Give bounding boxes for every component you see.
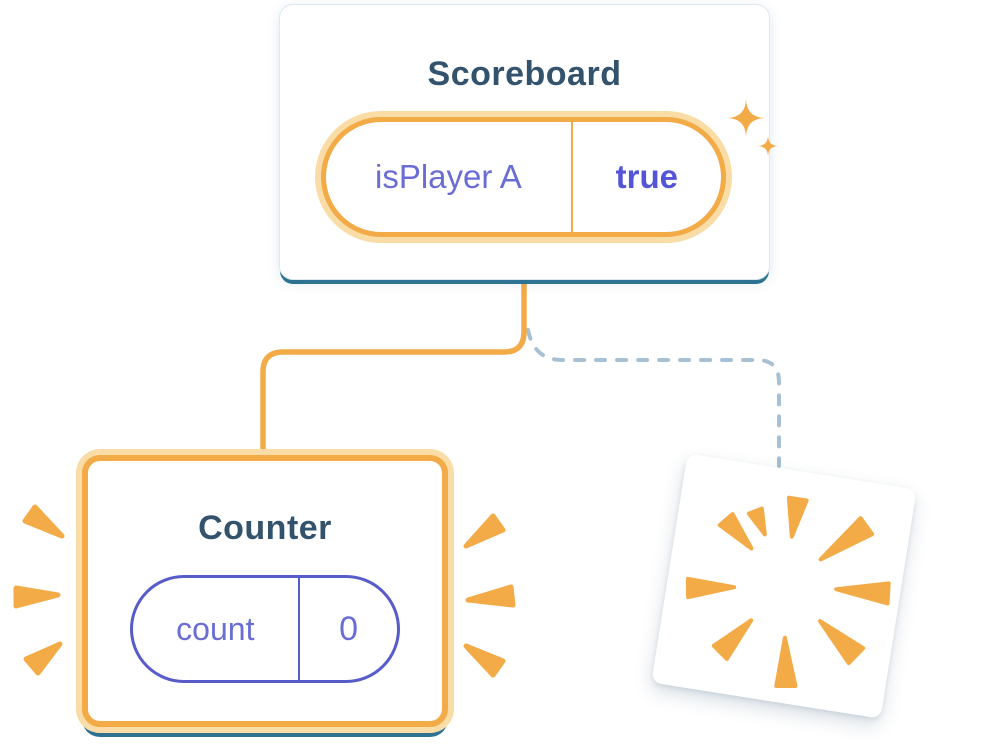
scoreboard-prop-pill: isPlayer A true (321, 117, 726, 237)
state-value: 0 (339, 609, 359, 648)
state-label: count (176, 610, 255, 647)
counter-title: Counter (198, 509, 332, 547)
pill-divider (297, 578, 301, 680)
counter-component-card: Counter count 0 (82, 455, 448, 727)
pill-divider (570, 122, 573, 232)
solid-orange-connector-line (260, 277, 527, 461)
removed-component-card (651, 453, 917, 719)
prop-label: isPlayer A (374, 158, 522, 195)
sparkle-icon (726, 98, 779, 157)
dashed-blue-connector-line (526, 328, 781, 468)
prop-value: true (615, 158, 679, 195)
scoreboard-title: Scoreboard (427, 55, 622, 93)
counter-state-pill: count 0 (130, 575, 400, 683)
poof-icon (685, 495, 891, 689)
scoreboard-component-card: Scoreboard isPlayer A true (279, 4, 770, 280)
